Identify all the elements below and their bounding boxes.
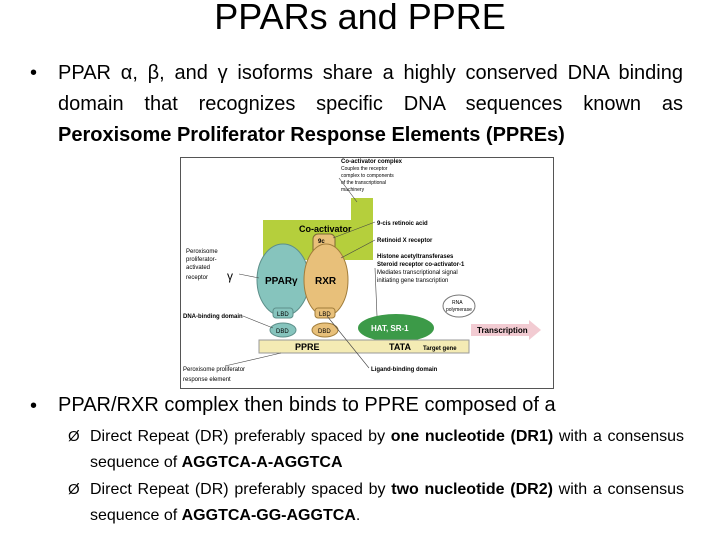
rna-polymerase-label-1: RNA xyxy=(452,300,463,306)
bullet-2-text: PPAR/RXR complex then binds to PPRE comp… xyxy=(58,394,556,416)
coactivator-box-top xyxy=(351,198,373,234)
histone-label-3: Mediates transcriptional signal xyxy=(377,270,458,276)
coactivator-desc-4: machinery xyxy=(341,187,365,193)
dna-binding-domain-label: DNA-binding domain xyxy=(183,314,243,320)
bullet-2-marker: • xyxy=(30,395,38,417)
dr2-text-b: two nucleotide (DR2) xyxy=(391,481,553,498)
ppar-lbd-label: LBD xyxy=(277,312,289,318)
ppre-callout-1: Peroxisome proliferator xyxy=(183,367,245,373)
dna-band xyxy=(258,339,470,354)
transcription-arrow-head xyxy=(529,320,541,340)
rna-polymerase-shape xyxy=(442,294,476,318)
bullet-1-text-part: PPAR α, β, and γ isoforms share a highly… xyxy=(58,62,683,115)
rxr-lbd-label: LBD xyxy=(319,312,331,318)
transcription-label: Transcription xyxy=(477,326,528,335)
hat-shape xyxy=(358,314,434,342)
arrow-bullet-2: Ø xyxy=(68,481,80,498)
ppre-callout-2: response element xyxy=(183,377,231,383)
rxr-lbd-shape xyxy=(314,307,336,319)
coactivator-desc-1: Couples the receptor xyxy=(341,166,388,172)
ppre-label: PPRE xyxy=(295,342,320,352)
transcription-arrow-body xyxy=(471,324,529,336)
coactivator-complex-label: Co-activator complex xyxy=(341,159,403,165)
ppar-dbd-label: DBD xyxy=(276,329,289,335)
dr1-sequence: AGGTCA-A-AGGTCA xyxy=(181,454,343,471)
ppar-lbd-shape xyxy=(272,307,294,319)
dr2-text-a: Direct Repeat (DR) preferably spaced by xyxy=(90,481,392,498)
histone-label-4: initiating gene transcription xyxy=(377,278,448,284)
rxr-label: RXR xyxy=(315,276,337,287)
rxr-dbd-label: DBD xyxy=(318,329,331,335)
ppar-callout-gamma: γ xyxy=(227,269,233,283)
dr2-sequence: AGGTCA-GG-AGGTCA xyxy=(181,507,356,524)
dr1-text-c: with a consensus sequence of xyxy=(90,428,684,471)
ppar-callout-4: receptor xyxy=(186,275,208,281)
coactivator-desc-2: complex to components xyxy=(341,173,394,179)
diagram-svg: Co-activator 9c RA PPARγ RXR LBD LBD DBD… xyxy=(183,159,541,383)
ligand-label-top: 9c xyxy=(318,239,325,245)
sub-bullet-dr2: Direct Repeat (DR) preferably spaced by … xyxy=(90,477,684,529)
ppar-dbd-shape xyxy=(269,322,297,338)
ligand-binding-domain-label: Ligand-binding domain xyxy=(371,367,438,373)
dr2-period: . xyxy=(355,507,361,524)
dr2-text-c: with a consensus sequence of xyxy=(90,481,685,524)
bullet-1-bold-term: Peroxisome Proliferator Response Element… xyxy=(58,124,565,146)
ppar-callout-2: proliferator- xyxy=(186,257,217,263)
ppar-gamma-label: PPARγ xyxy=(265,276,298,287)
sub-bullet-dr1: Direct Repeat (DR) preferably spaced by … xyxy=(90,424,684,476)
slide-title: PPARs and PPRE xyxy=(214,0,506,37)
dr1-text-a: Direct Repeat (DR) preferably spaced by xyxy=(90,428,391,445)
target-gene-label: Target gene xyxy=(423,346,457,352)
bullet-1-marker: • xyxy=(30,62,38,84)
hat-label: HAT, SR-1 xyxy=(371,324,409,333)
histone-label-2: Steroid receptor co-activator-1 xyxy=(377,262,465,268)
retinoid-x-receptor-label: Retinoid X receptor xyxy=(377,238,433,244)
leader-lines xyxy=(224,177,378,369)
coactivator-desc-3: of the transcriptional xyxy=(341,180,386,186)
rna-polymerase-label-2: polymerase xyxy=(446,307,472,313)
histone-label-1: Histone acetyltransferases xyxy=(377,254,454,260)
ppar-rxr-diagram: Co-activator 9c RA PPARγ RXR LBD LBD DBD… xyxy=(180,157,554,389)
tata-label: TATA xyxy=(389,342,411,352)
ppar-callout-1: Peroxisome xyxy=(186,249,218,255)
bullet-1-text: PPAR α, β, and γ isoforms share a highly… xyxy=(58,58,683,151)
arrow-bullet-1: Ø xyxy=(68,428,80,445)
coactivator-label: Co-activator xyxy=(299,224,352,234)
cis-retinoic-acid-label: 9-cis retinoic acid xyxy=(377,221,428,227)
ppar-callout-3: activated xyxy=(186,265,210,271)
dr1-text-b: one nucleotide (DR1) xyxy=(390,428,554,445)
